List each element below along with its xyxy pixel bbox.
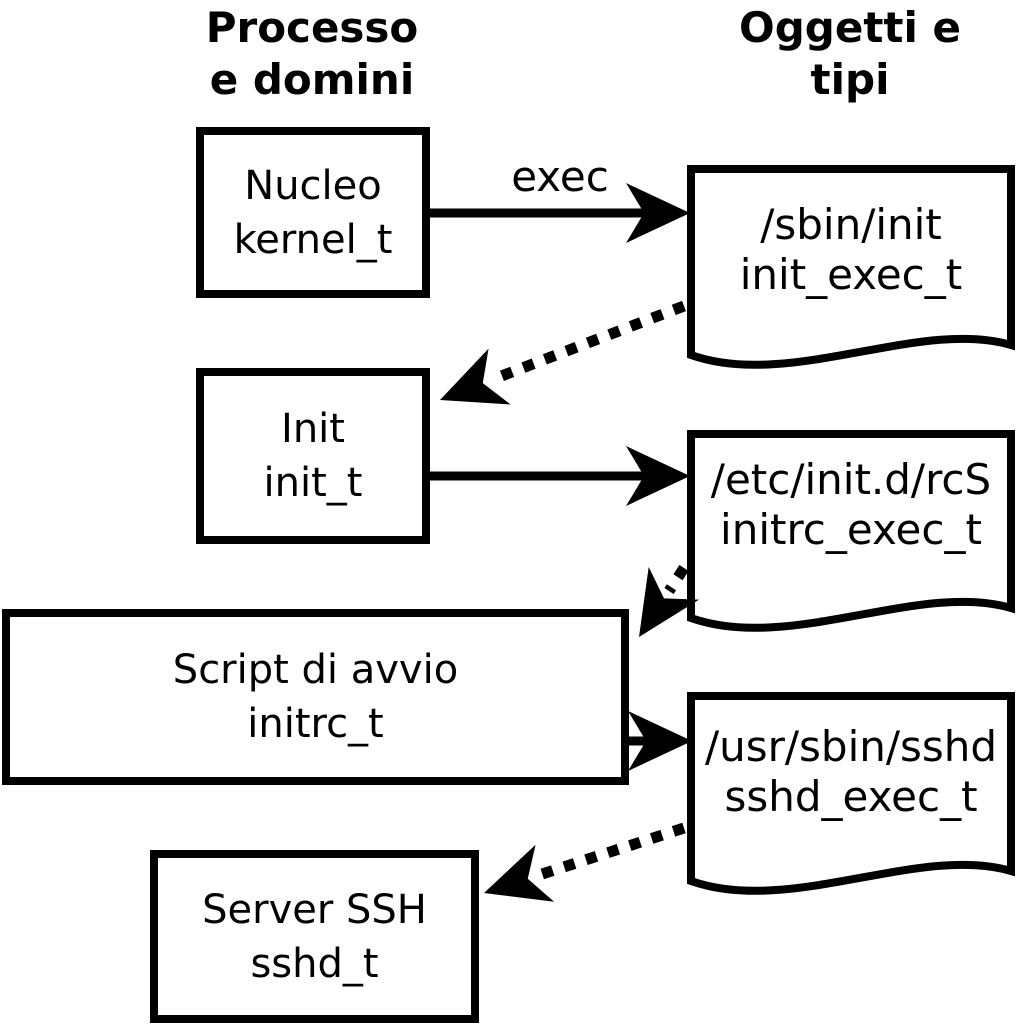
- process-domain: initrc_t: [247, 701, 384, 747]
- exec-arrow-label: exec: [511, 152, 609, 201]
- column-header-processes: Processo e domini: [150, 2, 474, 106]
- process-box-init: Init init_t: [196, 368, 430, 544]
- arrow-init-exec-rcs: [426, 446, 690, 506]
- document-shape-sbin-init: [687, 165, 1015, 369]
- process-domain: kernel_t: [233, 216, 393, 263]
- process-name: Server SSH: [202, 886, 427, 933]
- document-shape-etc-initd-rcs: [687, 430, 1015, 632]
- object-doc-sbin-init-label: /sbin/init init_exec_t: [691, 200, 1011, 300]
- process-box-initrc: Script di avvio initrc_t: [2, 609, 629, 785]
- process-name: Nucleo: [244, 162, 382, 209]
- object-path: /etc/init.d/rcS: [710, 455, 992, 504]
- process-name: Init: [281, 406, 345, 452]
- object-type: init_exec_t: [739, 250, 963, 299]
- document-shape-usr-sbin-sshd: [687, 692, 1015, 895]
- column-header-objects: Oggetti e tipi: [688, 2, 1012, 106]
- process-box-sshd: Server SSH sshd_t: [150, 850, 479, 1023]
- header-line: tipi: [810, 55, 890, 104]
- object-type: initrc_exec_t: [720, 505, 982, 554]
- header-line: Oggetti e: [739, 3, 961, 52]
- object-path: /sbin/init: [760, 200, 942, 249]
- object-doc-etc-initd-rcs-label: /etc/init.d/rcS initrc_exec_t: [691, 455, 1011, 555]
- arrow-initrc-exec-sshd: [625, 711, 692, 771]
- arrow-transition-to-init: [440, 300, 686, 405]
- object-type: sshd_exec_t: [724, 772, 978, 821]
- process-name: Script di avvio: [172, 647, 459, 693]
- process-domain: init_t: [263, 460, 363, 506]
- process-domain: sshd_t: [250, 940, 379, 987]
- process-box-kernel: Nucleo kernel_t: [196, 127, 430, 298]
- arrow-kernel-exec-init: [426, 183, 690, 243]
- header-line: e domini: [209, 55, 415, 104]
- object-doc-usr-sbin-sshd-label: /usr/sbin/sshd sshd_exec_t: [691, 722, 1011, 822]
- arrow-transition-to-initrc: [639, 564, 700, 637]
- header-line: Processo: [205, 3, 419, 52]
- arrow-transition-to-sshd: [484, 822, 686, 902]
- object-path: /usr/sbin/sshd: [704, 722, 998, 771]
